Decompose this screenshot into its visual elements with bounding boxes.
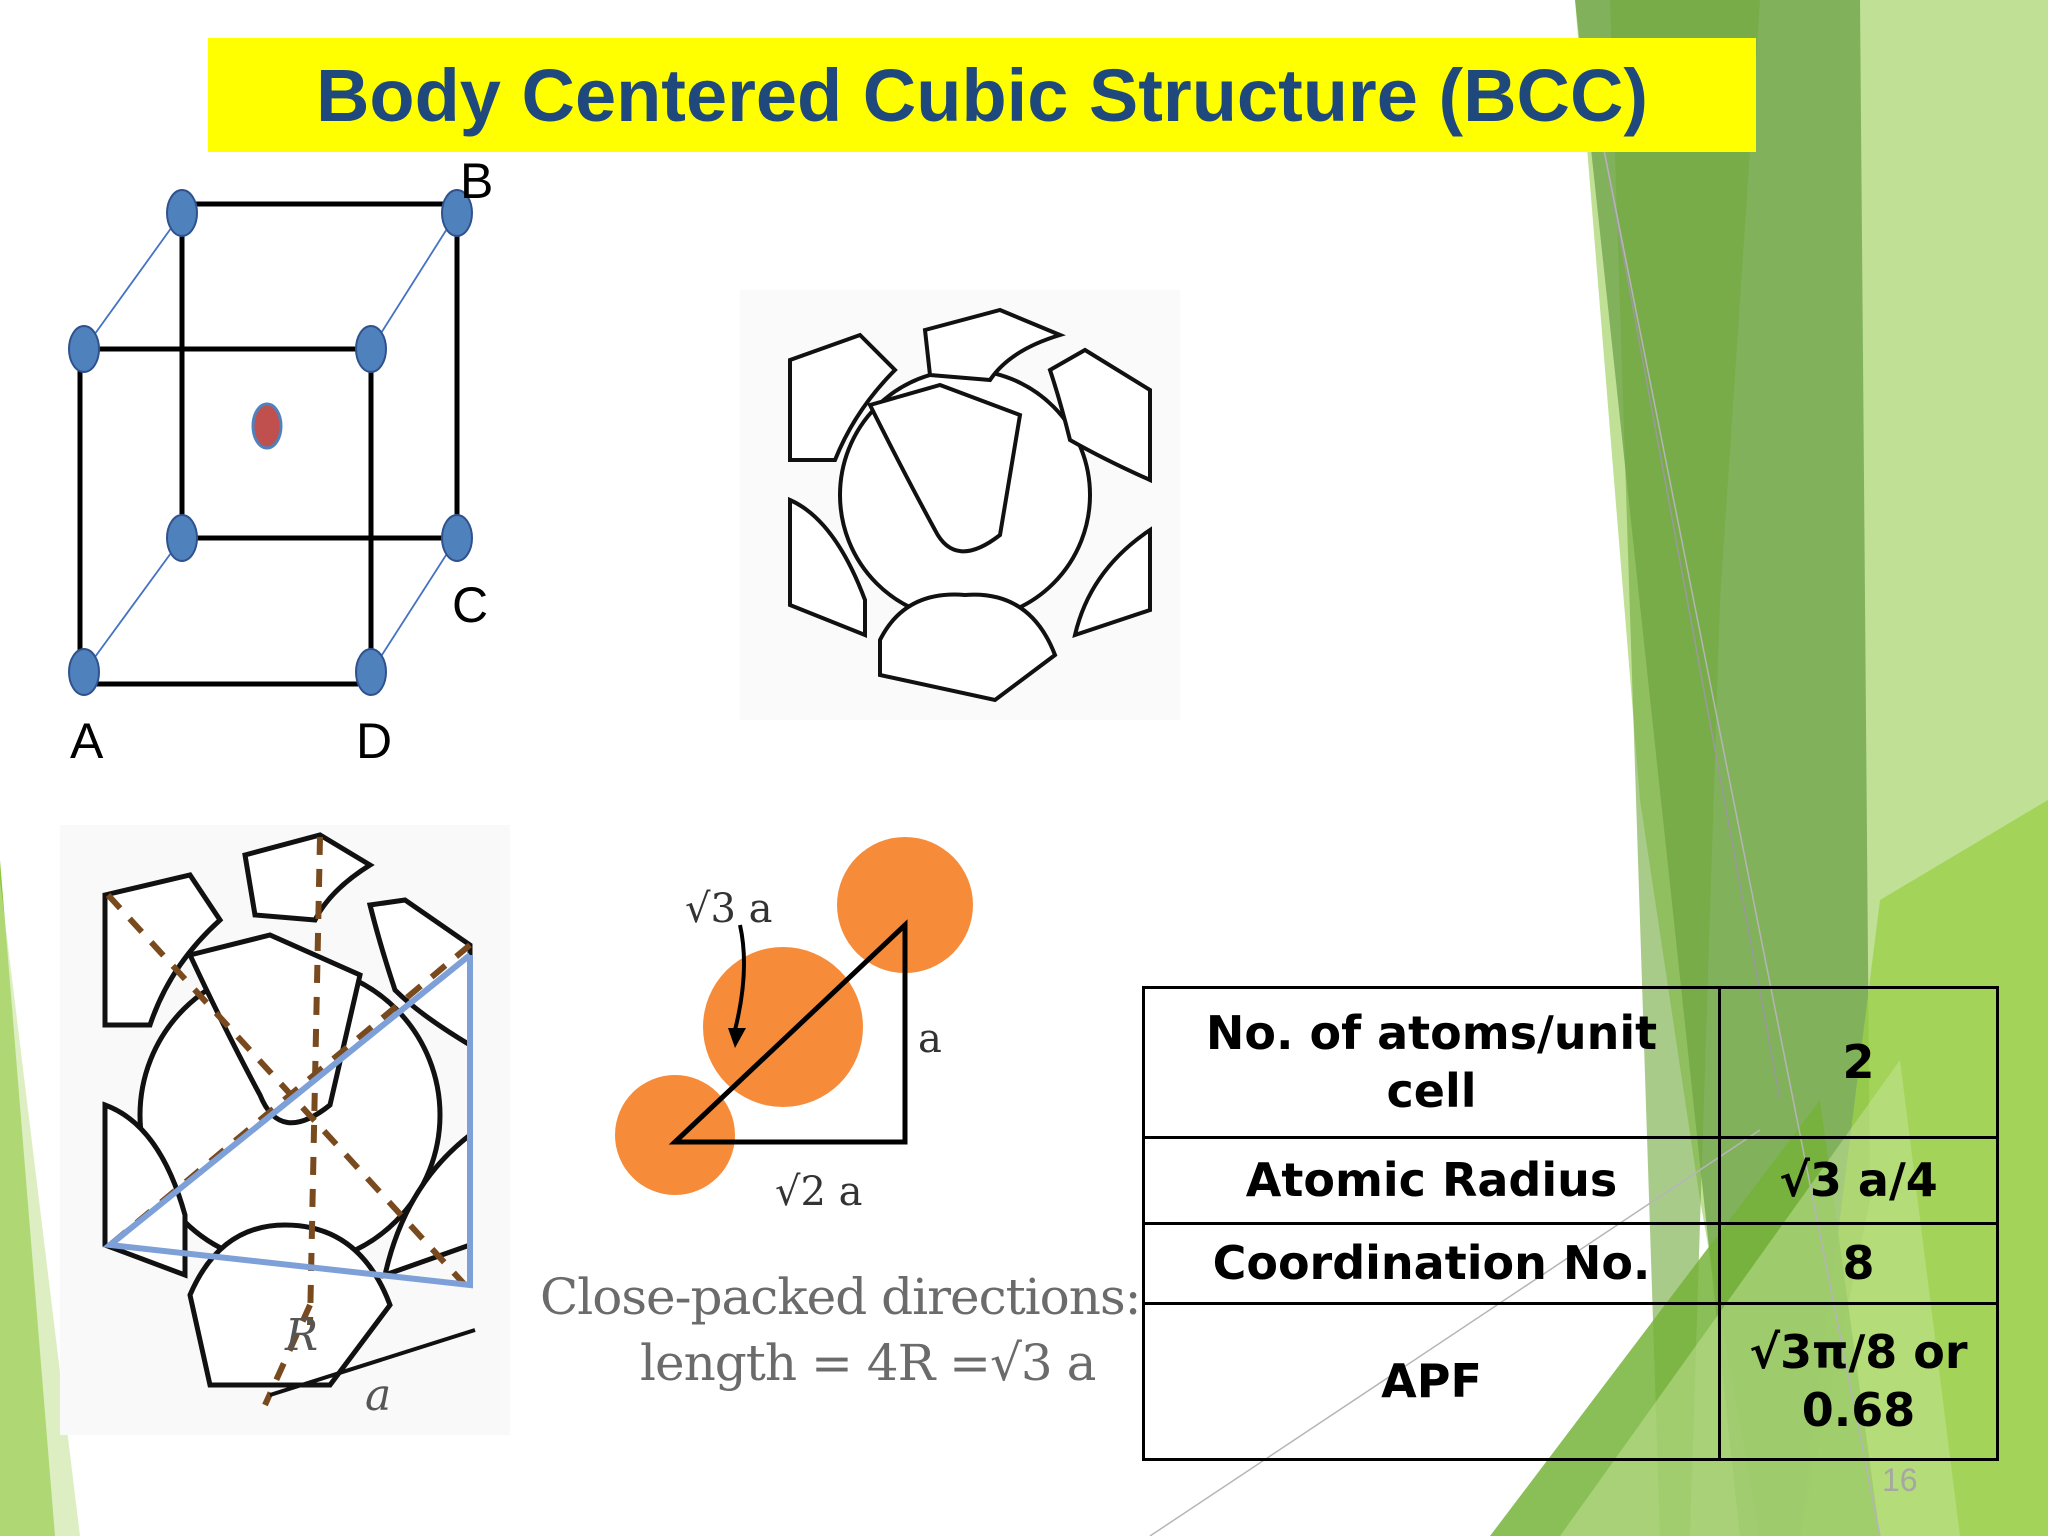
center-atom xyxy=(251,402,283,450)
vertex-label-d: D xyxy=(356,713,393,769)
table-cell-label: Atomic Radius xyxy=(1142,1136,1721,1225)
vertex-label-b: B xyxy=(460,153,494,209)
table-row: APF √3π/8 or 0.68 xyxy=(1142,1302,1999,1461)
slide-title: Body Centered Cubic Structure (BCC) xyxy=(315,53,1649,137)
table-cell-value: 8 xyxy=(1718,1222,1999,1305)
properties-table: No. of atoms/unit cell 2 Atomic Radius √… xyxy=(1142,986,1999,1461)
table-cell-label: No. of atoms/unit cell xyxy=(1142,986,1721,1139)
table-row: Atomic Radius √3 a/4 xyxy=(1142,1136,1999,1225)
close-packed-direction-figure: √3 a a √2 a xyxy=(615,837,973,1215)
table-cell-value: √3 a/4 xyxy=(1718,1136,1999,1225)
table-row: No. of atoms/unit cell 2 xyxy=(1142,986,1999,1139)
bcc-lattice-diagram xyxy=(68,189,473,696)
edge-a-label: a xyxy=(365,1370,391,1421)
vertex-label-a: A xyxy=(70,713,104,769)
table-cell-value: 2 xyxy=(1718,986,1999,1139)
caption-line-1: Close-packed directions: xyxy=(540,1268,1141,1326)
hard-sphere-unit-cell xyxy=(740,290,1180,720)
table-cell-label: Coordination No. xyxy=(1142,1222,1721,1305)
radius-label: R xyxy=(284,1310,318,1361)
page-number: 16 xyxy=(1882,1462,1918,1498)
bcc-cell-diagonal-figure: R a xyxy=(60,825,510,1435)
side-a-label: a xyxy=(918,1016,942,1062)
vertex-label-c: C xyxy=(452,577,489,633)
table-row: Coordination No. 8 xyxy=(1142,1222,1999,1305)
table-cell-value: √3π/8 or 0.68 xyxy=(1718,1302,1999,1461)
sqrt3a-label: √3 a xyxy=(685,886,773,932)
caption-line-2: length = 4R =√3 a xyxy=(640,1334,1096,1392)
table-cell-label: APF xyxy=(1142,1302,1721,1461)
sqrt2a-label: √2 a xyxy=(775,1169,863,1215)
title-banner: Body Centered Cubic Structure (BCC) xyxy=(208,38,1756,152)
